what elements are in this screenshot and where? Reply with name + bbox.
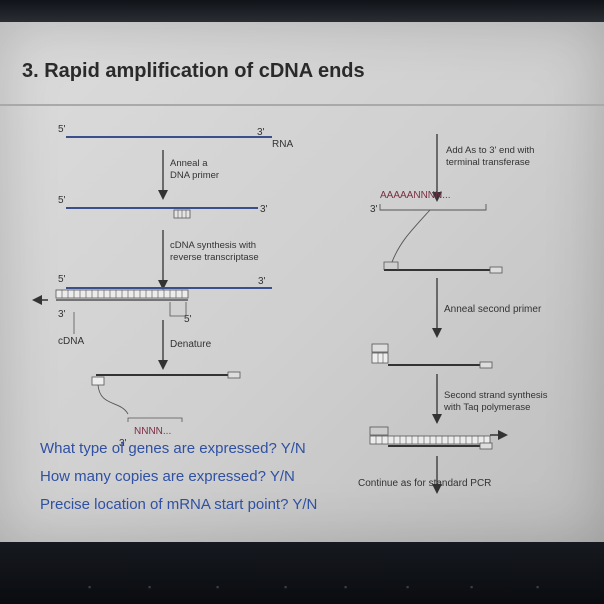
presentation-slide: 3. Rapid amplification of cDNA ends 5' 3…	[0, 22, 604, 542]
tail-sequence: NNNN...	[134, 426, 171, 437]
rna-label: RNA	[272, 139, 293, 150]
zoom-curve	[391, 209, 431, 263]
question-copy-number: How many copies are expressed? Y/N	[40, 468, 295, 485]
slide-title: 3. Rapid amplification of cDNA ends	[22, 60, 365, 82]
second-primer	[371, 343, 389, 353]
extension-arrowhead	[498, 430, 508, 440]
keyboard-key-icon: ▪	[216, 582, 220, 592]
step-label: Anneal second primer	[444, 304, 542, 315]
question-gene-type: What type of genes are expressed? Y/N	[40, 440, 306, 457]
arrowhead	[432, 484, 442, 494]
arrowhead	[432, 414, 442, 424]
arrowhead	[158, 190, 168, 200]
cdna-end	[479, 361, 493, 369]
left-panel: 5' 3' RNA Anneal a DNA primer 5' 3' c	[32, 124, 293, 449]
extension-arrowhead	[32, 295, 42, 305]
question-start-point: Precise location of mRNA start point? Y/…	[40, 496, 318, 513]
arrowhead	[432, 328, 442, 338]
arrowhead	[158, 280, 168, 290]
primer-block	[371, 352, 389, 364]
title-divider	[0, 104, 604, 106]
label-3prime: 3'	[119, 438, 127, 449]
arrowhead	[158, 360, 168, 370]
cdna-end	[489, 266, 503, 274]
label-5prime: 5'	[58, 195, 66, 206]
cdna-end	[227, 371, 241, 379]
step-label: Add As to 3' end with terminal transfera…	[446, 145, 537, 168]
polya-bracket	[379, 204, 487, 211]
primer-block	[91, 376, 105, 386]
keyboard-key-icon: ▪	[284, 582, 288, 592]
taskbar: ▪ ▪ ▪ ▪ ▪ ▪ ▪ ▪	[0, 542, 604, 604]
keyboard-key-icon: ▪	[536, 582, 540, 592]
step-label: cDNA synthesis with reverse transcriptas…	[170, 240, 259, 263]
step-label: Denature	[170, 339, 212, 350]
primer-block	[383, 261, 399, 270]
label-3prime: 3'	[257, 127, 265, 138]
step-label: Anneal a DNA primer	[170, 158, 219, 181]
keyboard-key-icon: ▪	[406, 582, 410, 592]
race-diagram: 5' 3' RNA Anneal a DNA primer 5' 3' c	[32, 124, 550, 494]
label-3prime: 3'	[58, 309, 66, 320]
cdna-end	[479, 442, 493, 450]
polya-tail: AAAAANNNN...	[380, 190, 451, 201]
label-5prime: 5'	[58, 274, 66, 285]
keyboard-key-icon: ▪	[470, 582, 474, 592]
monitor-bezel-top	[0, 0, 604, 22]
cdna-label: cDNA	[58, 336, 84, 347]
label-5prime: 5'	[184, 314, 192, 325]
right-panel: Add As to 3' end with terminal transfera…	[358, 134, 550, 494]
keyboard-key-icon: ▪	[88, 582, 92, 592]
label-3prime: 3'	[370, 204, 378, 215]
base-pair-ticks	[375, 436, 485, 444]
arrowhead	[432, 192, 442, 202]
keyboard-key-icon: ▪	[148, 582, 152, 592]
zoom-curve	[97, 384, 129, 415]
base-pair-ticks	[61, 290, 183, 298]
second-primer	[369, 426, 389, 436]
keyboard-key-icon: ▪	[344, 582, 348, 592]
label-5prime: 5'	[58, 124, 66, 135]
step-label: Continue as for standard PCR	[358, 478, 491, 489]
label-3prime: 3'	[260, 204, 268, 215]
label-3prime: 3'	[258, 276, 266, 287]
primer-tail	[169, 302, 187, 317]
step-label: Second strand synthesis with Taq polymer…	[443, 390, 550, 413]
tail-bracket	[127, 417, 183, 422]
